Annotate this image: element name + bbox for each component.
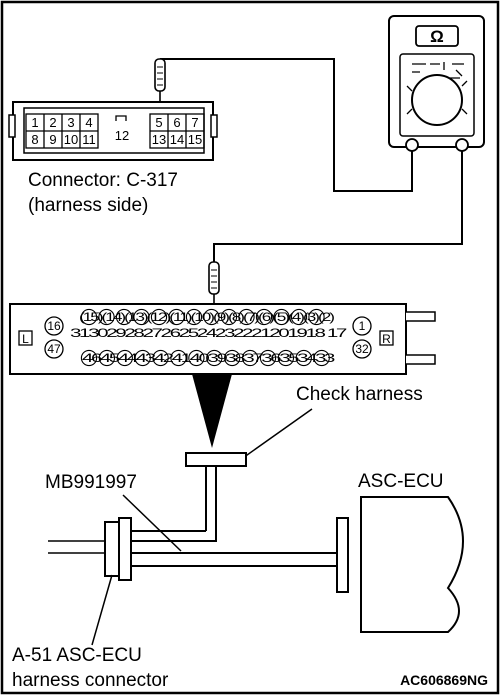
pin-outline-row-1 xyxy=(238,308,255,326)
pin-outline-row-1 xyxy=(150,308,168,326)
c317-pin-5: 5 xyxy=(155,115,162,130)
c317-pin-7: 7 xyxy=(191,115,198,130)
pin-outline-row-3 xyxy=(98,349,116,367)
pin-outline-row-3 xyxy=(241,349,259,367)
pin-outline-row-3 xyxy=(206,349,223,367)
c317-pin-6: 6 xyxy=(173,115,180,130)
pin-outline-row-3 xyxy=(313,349,330,367)
mb991997-label: MB991997 xyxy=(45,472,137,493)
c317-pin-2: 2 xyxy=(49,115,56,130)
pin-row-3: 4645444342414039383736353433 xyxy=(82,351,336,365)
pin-outline-row-3 xyxy=(80,349,98,367)
c317-pin-12: 12 xyxy=(115,128,129,143)
pin-1: 1 xyxy=(359,319,366,333)
meter-lead-black xyxy=(160,58,413,192)
right-mark: R xyxy=(382,332,391,346)
connector-c317: 1 2 3 4 5 6 7 8 9 10 11 13 14 15 12 xyxy=(8,101,218,161)
pin-outline-row-1 xyxy=(185,308,203,326)
pin-outline-row-1 xyxy=(115,308,133,326)
pin-outline-row-1 xyxy=(273,308,290,326)
ohm-display-icon xyxy=(415,25,459,47)
left-mark: L xyxy=(22,332,29,346)
pin-outline-row-3 xyxy=(116,349,133,367)
pin-outline-row-1 xyxy=(133,308,150,326)
check-harness-label: Check harness xyxy=(296,384,423,405)
pin-outline-row-3 xyxy=(259,349,277,367)
pin-outline-row-1 xyxy=(308,308,325,326)
asc-ecu-unit xyxy=(336,496,464,633)
c317-pin-9: 9 xyxy=(49,132,56,147)
harness-side-label: (harness side) xyxy=(28,195,148,216)
a51-label-line1: A-51 ASC-ECU xyxy=(12,645,142,666)
pin-outline-row-1 xyxy=(98,308,115,326)
c317-pin-15: 15 xyxy=(188,132,202,147)
mb991997-leader xyxy=(122,494,182,552)
c317-pin-3: 3 xyxy=(67,115,74,130)
direction-arrow xyxy=(192,374,232,448)
probe-check-connector xyxy=(208,261,220,314)
a51-leader xyxy=(91,574,113,646)
check-harness-connector: L R 16 47 1 32 (15)(14)(13)(12)(11)(10)(… xyxy=(9,303,436,375)
pin-outline-row-1 xyxy=(203,308,220,326)
ohmmeter: Ω xyxy=(388,15,485,152)
pin-row-1: (15)(14)(13)(12)(11)(10)(9)(8)(7)(6)(5)(… xyxy=(79,310,335,324)
c317-pin-1: 1 xyxy=(31,115,38,130)
pin-row-2: 3130292827262524232221201918 17 xyxy=(70,326,348,340)
pin-outline-row-3 xyxy=(170,349,187,367)
selector-dial-icon xyxy=(411,74,463,126)
pin-outline-row-3 xyxy=(277,349,295,367)
meter-lead-red xyxy=(213,151,463,262)
pin-outline-row-1 xyxy=(220,308,238,326)
pin-outline-row-1 xyxy=(168,308,185,326)
asc-ecu-label: ASC-ECU xyxy=(358,471,444,492)
pin-outline-row-1 xyxy=(80,308,98,326)
pin-16: 16 xyxy=(47,319,61,333)
c317-pin-10: 10 xyxy=(64,132,78,147)
pin-outline-row-3 xyxy=(134,349,151,367)
c317-pin-4: 4 xyxy=(85,115,92,130)
ohm-symbol: Ω xyxy=(430,27,444,46)
check-harness-leader xyxy=(239,408,313,461)
c317-pin-8: 8 xyxy=(31,132,38,147)
pin-outline-row-3 xyxy=(188,349,205,367)
pin-outline-row-3 xyxy=(224,349,241,367)
pin-outline-row-3 xyxy=(295,349,312,367)
c317-pin-13: 13 xyxy=(152,132,166,147)
c317-pin-11: 11 xyxy=(82,132,96,147)
mb991997-harness xyxy=(132,452,337,567)
c317-pin-14: 14 xyxy=(170,132,184,147)
a51-label-line2: harness connector xyxy=(12,670,169,691)
figure-code: AC606869NG xyxy=(400,672,488,688)
pin-outline-row-1 xyxy=(290,308,308,326)
pin-outline-row-1 xyxy=(255,308,273,326)
connector-c317-label: Connector: C-317 xyxy=(28,170,178,191)
pin-47: 47 xyxy=(47,342,61,356)
pin-outline-row-3 xyxy=(152,349,169,367)
pin-32: 32 xyxy=(355,342,369,356)
a51-harness-connector xyxy=(48,517,132,581)
